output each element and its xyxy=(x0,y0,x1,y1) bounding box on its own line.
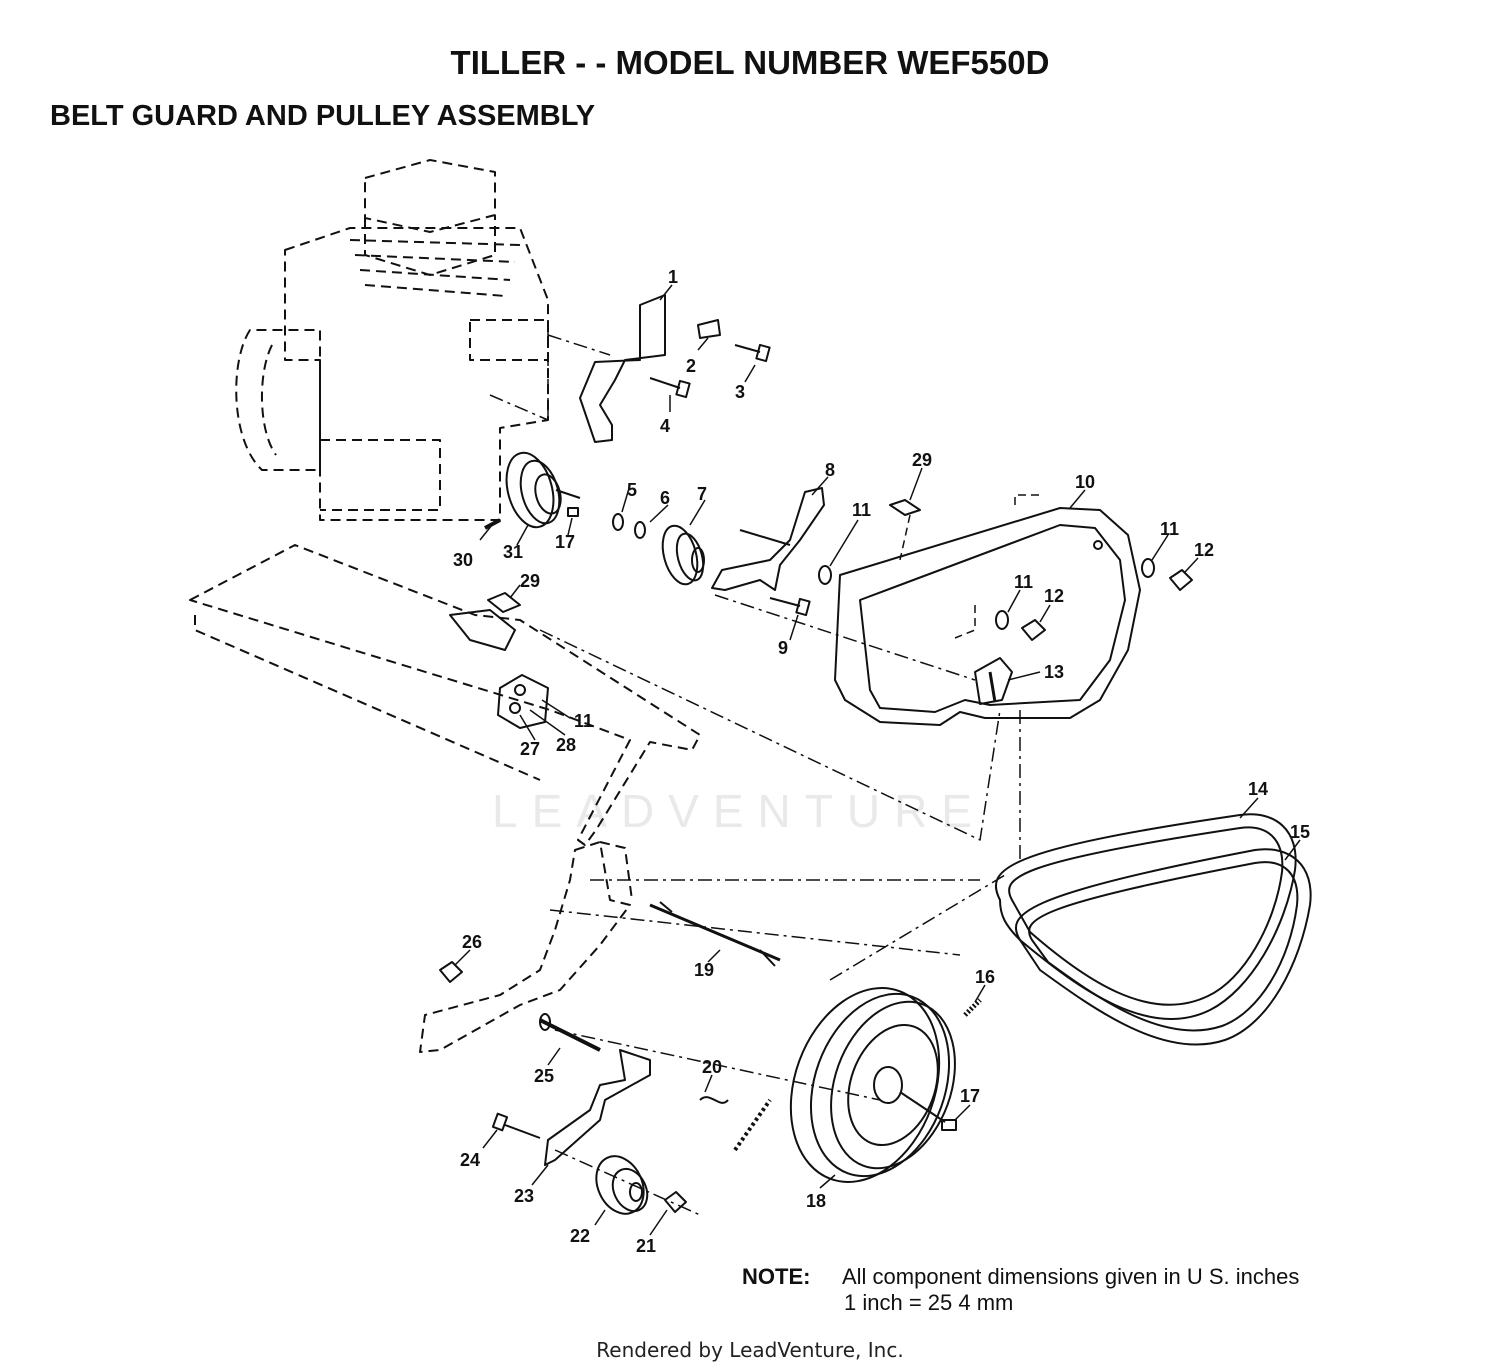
bolt-part-9 xyxy=(769,597,811,617)
set-screw-part-16 xyxy=(963,998,982,1017)
washer-part-5 xyxy=(612,513,624,531)
callout-11-inner: 11 xyxy=(1014,572,1033,592)
clip-part-29-lower xyxy=(487,592,521,613)
washer-part-11-right xyxy=(1141,558,1155,578)
callout-23: 23 xyxy=(514,1186,534,1206)
nut-part-12-right xyxy=(1169,569,1193,591)
callout-6: 6 xyxy=(660,488,670,508)
idler-pulley-part-22 xyxy=(595,1155,649,1215)
callout-16: 16 xyxy=(975,967,995,987)
clip-part-20 xyxy=(699,1096,729,1104)
callout-30: 30 xyxy=(453,550,473,570)
callout-22: 22 xyxy=(570,1226,590,1246)
callout-labels: 1 2 3 4 5 6 7 8 29 10 11 11 12 11 12 13 … xyxy=(453,267,1310,1256)
idler-pulley-part-7 xyxy=(661,524,705,586)
page-title: TILLER - - MODEL NUMBER WEF550D xyxy=(450,44,1050,81)
pin-part-25 xyxy=(539,1013,601,1052)
callout-leaders xyxy=(454,284,1301,1236)
bolt-part-3 xyxy=(734,343,771,363)
spring xyxy=(733,1098,772,1152)
bracket-part-8 xyxy=(711,487,825,591)
section-title: BELT GUARD AND PULLEY ASSEMBLY xyxy=(50,100,596,132)
washer-part-11 xyxy=(818,565,832,585)
guard-alignment-line xyxy=(954,605,976,639)
transmission-housing-outline xyxy=(419,841,633,1053)
callout-9: 9 xyxy=(778,638,788,658)
callout-11: 11 xyxy=(852,500,871,520)
clip-part-29-line xyxy=(899,514,911,561)
callout-17: 17 xyxy=(555,532,575,552)
belt-guard-part-10 xyxy=(834,494,1141,726)
callout-11-right: 11 xyxy=(1160,519,1179,539)
callout-29: 29 xyxy=(912,450,932,470)
callout-8: 8 xyxy=(825,460,835,480)
callout-12-right: 12 xyxy=(1194,540,1214,560)
bolt-part-13 xyxy=(974,657,1013,705)
shaft-part-8 xyxy=(739,529,791,546)
callout-29-lower: 29 xyxy=(520,571,540,591)
washer-part-11-inner xyxy=(995,610,1009,630)
callout-18: 18 xyxy=(806,1191,826,1211)
callout-2: 2 xyxy=(686,356,696,376)
drive-belt-part-15 xyxy=(1014,848,1312,1046)
watermark: LEADVENTURE xyxy=(492,785,986,837)
bolt-part-24 xyxy=(491,1112,541,1139)
callout-7: 7 xyxy=(697,484,707,504)
note-line-2: 1 inch = 25 4 mm xyxy=(844,1290,1014,1315)
callout-21: 21 xyxy=(636,1236,656,1256)
clip-part-2 xyxy=(697,319,721,339)
callout-12-inner: 12 xyxy=(1044,586,1064,606)
callout-4: 4 xyxy=(660,416,670,436)
callout-1: 1 xyxy=(668,267,678,287)
drive-belt-part-14 xyxy=(994,813,1297,1020)
callout-13: 13 xyxy=(1044,662,1064,682)
note-line-1: All component dimensions given in U S. i… xyxy=(842,1264,1300,1289)
callout-15: 15 xyxy=(1290,822,1310,842)
key-part-17-lower xyxy=(941,1119,957,1131)
callout-24: 24 xyxy=(460,1150,480,1170)
washer-part-6 xyxy=(634,521,646,539)
callout-19: 19 xyxy=(694,960,714,980)
callout-5: 5 xyxy=(627,480,637,500)
bracket-part-1 xyxy=(579,294,666,443)
alignment-lines xyxy=(539,594,1021,1216)
nut-part-26 xyxy=(439,961,463,983)
nut-part-21 xyxy=(664,1191,687,1213)
callout-25: 25 xyxy=(534,1066,554,1086)
drive-pulley-part-18 xyxy=(789,987,956,1183)
shaft-part-19 xyxy=(649,901,781,967)
set-screw-part-30 xyxy=(484,518,501,530)
rendered-by-footer: Rendered by LeadVenture, Inc. xyxy=(596,1338,904,1362)
nut-part-12-inner xyxy=(1021,619,1046,641)
callout-27: 27 xyxy=(520,739,540,759)
key-part-17 xyxy=(567,507,579,517)
dimensions-note: NOTE: All component dimensions given in U… xyxy=(742,1264,1299,1316)
note-label: NOTE: xyxy=(742,1264,811,1289)
engine-alignment-lines xyxy=(489,330,611,421)
callout-20: 20 xyxy=(702,1057,722,1077)
engine-outline xyxy=(235,159,549,521)
callout-11-lower: 11 xyxy=(574,711,593,731)
tine-shield-outline xyxy=(189,544,701,846)
mount-plate-part-27-28 xyxy=(497,674,549,729)
idler-arm-part-23 xyxy=(544,1049,651,1166)
callout-3: 3 xyxy=(735,382,745,402)
clip-part-29 xyxy=(889,499,921,516)
callout-17-lower: 17 xyxy=(960,1086,980,1106)
bolt-part-4 xyxy=(649,377,691,399)
callout-26: 26 xyxy=(462,932,482,952)
engine-pulley-part-31 xyxy=(505,451,581,529)
callout-31: 31 xyxy=(503,542,523,562)
callout-28: 28 xyxy=(556,735,576,755)
callout-10: 10 xyxy=(1075,472,1095,492)
callout-14: 14 xyxy=(1248,779,1268,799)
